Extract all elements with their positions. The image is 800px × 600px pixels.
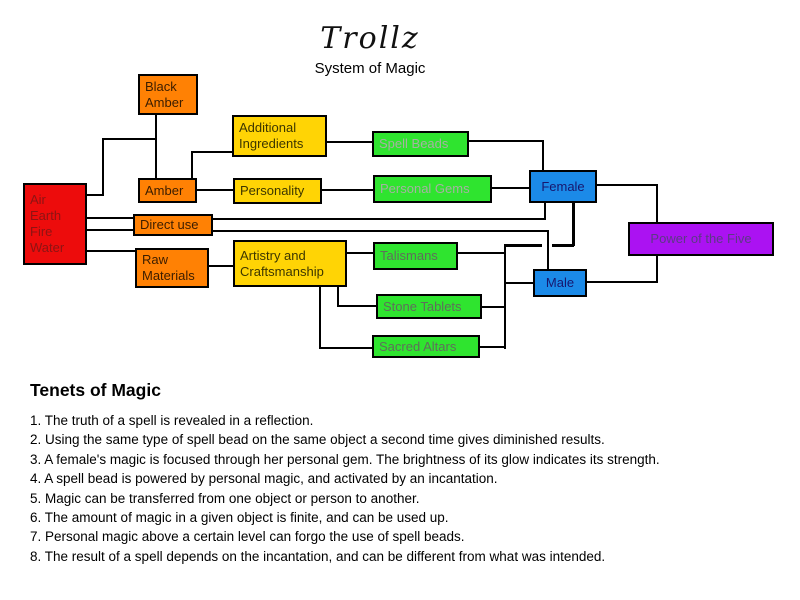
connector-line bbox=[337, 287, 339, 307]
node-stone-tablets: Stone Tablets bbox=[376, 294, 482, 319]
node-additional-ingredients: Additional Ingredients bbox=[232, 115, 327, 157]
connector-line bbox=[547, 230, 549, 269]
connector-line bbox=[87, 194, 103, 196]
tenet-item: 5. Magic can be transferred from one obj… bbox=[30, 490, 420, 506]
page-title: Trollz bbox=[320, 21, 420, 56]
connector-line bbox=[213, 230, 548, 232]
node-elements: Air Earth Fire Water bbox=[23, 183, 87, 265]
connector-line bbox=[102, 138, 104, 196]
tenet-item: 8. The result of a spell depends on the … bbox=[30, 548, 606, 564]
tenet-item: 7. Personal magic above a certain level … bbox=[30, 529, 465, 545]
connector-line bbox=[542, 140, 544, 170]
node-amber: Amber bbox=[138, 178, 197, 203]
connector-line bbox=[504, 244, 542, 247]
connector-line bbox=[656, 184, 658, 222]
connector-line bbox=[482, 306, 505, 308]
connector-line bbox=[552, 244, 574, 247]
node-power-of-the-five: Power of the Five bbox=[628, 222, 774, 256]
connector-line bbox=[319, 347, 372, 349]
connector-line bbox=[492, 187, 529, 189]
tenet-item: 1. The truth of a spell is revealed in a… bbox=[30, 413, 314, 428]
connector-line bbox=[87, 250, 135, 252]
title-block: Trollz System of Magic bbox=[160, 21, 580, 78]
connector-line bbox=[197, 189, 233, 191]
connector-line bbox=[319, 287, 321, 349]
connector-line bbox=[155, 115, 157, 178]
tenets-list: 1. The truth of a spell is revealed in a… bbox=[30, 411, 780, 566]
connector-line bbox=[480, 346, 505, 348]
connector-line bbox=[597, 184, 657, 186]
connector-line bbox=[327, 141, 372, 143]
connector-line bbox=[572, 203, 575, 246]
connector-line bbox=[87, 229, 133, 231]
connector-line bbox=[191, 151, 232, 153]
tenet-item: 6. The amount of magic in a given object… bbox=[30, 510, 449, 526]
node-direct-use: Direct use bbox=[133, 214, 213, 236]
node-personal-gems: Personal Gems bbox=[373, 175, 492, 203]
node-spell-beads: Spell Beads bbox=[372, 131, 469, 157]
connector-line bbox=[587, 281, 657, 283]
connector-line bbox=[656, 256, 658, 283]
tenets-heading: Tenets of Magic bbox=[30, 380, 161, 400]
connector-line bbox=[504, 282, 533, 284]
connector-line bbox=[504, 244, 506, 349]
connector-line bbox=[213, 218, 546, 220]
node-personality: Personality bbox=[233, 178, 322, 204]
tenet-item: 2. Using the same type of spell bead on … bbox=[30, 432, 605, 448]
tenet-item: 4. A spell bead is powered by personal m… bbox=[30, 471, 498, 487]
node-talismans: Talismans bbox=[373, 242, 458, 270]
connector-line bbox=[469, 140, 543, 142]
connector-line bbox=[87, 217, 133, 219]
connector-line bbox=[209, 265, 233, 267]
node-male: Male bbox=[533, 269, 587, 297]
connector-line bbox=[337, 305, 376, 307]
node-female: Female bbox=[529, 170, 597, 203]
connector-line bbox=[191, 151, 193, 178]
tenet-item: 3. A female's magic is focused through h… bbox=[30, 451, 660, 467]
connector-line bbox=[322, 189, 373, 191]
node-black-amber: Black Amber bbox=[138, 74, 198, 115]
tenets-section: Tenets of Magic 1. The truth of a spell … bbox=[30, 380, 780, 566]
node-sacred-altars: Sacred Altars bbox=[372, 335, 480, 358]
connector-line bbox=[347, 252, 373, 254]
page-subtitle: System of Magic bbox=[314, 60, 426, 77]
node-artistry-and-craftsmanship: Artistry and Craftsmanship bbox=[233, 240, 347, 287]
node-raw-materials: Raw Materials bbox=[135, 248, 209, 288]
connector-line bbox=[458, 252, 505, 254]
connector-line bbox=[102, 138, 156, 140]
connector-line bbox=[544, 203, 546, 220]
